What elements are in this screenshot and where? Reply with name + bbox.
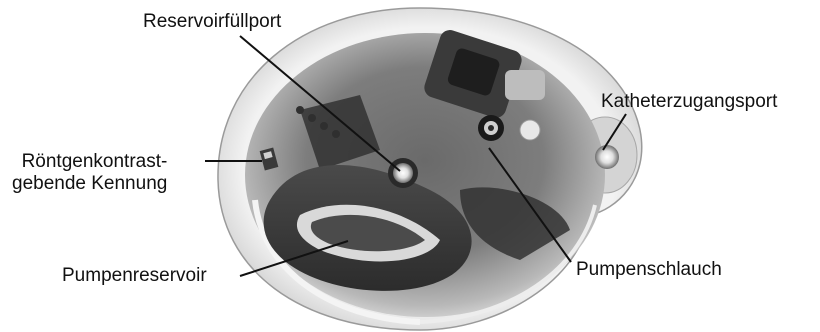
catheter-access-port <box>595 145 619 169</box>
label-pump-reservoir: Pumpenreservoir <box>62 265 207 287</box>
label-radiopaque-line2: gebende Kennung <box>12 173 167 195</box>
label-radiopaque-id: Röntgenkontrast- gebende Kennung <box>12 151 167 195</box>
label-pump-tube: Pumpenschlauch <box>576 259 722 281</box>
label-radiopaque-line1: Röntgenkontrast- <box>12 151 167 173</box>
reservoir-fill-port <box>388 158 418 188</box>
label-reservoir-fill-port: Reservoirfüllport <box>143 11 281 33</box>
pump-tube-port <box>478 115 504 141</box>
label-catheter-access-port: Katheterzugangsport <box>601 91 777 113</box>
